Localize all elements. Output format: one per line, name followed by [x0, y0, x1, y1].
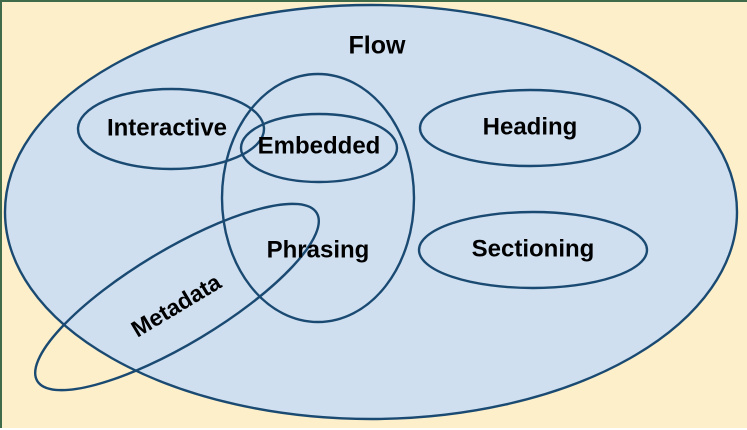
set-phrasing[interactable]: [220, 72, 416, 324]
set-heading[interactable]: [418, 88, 642, 168]
heading-ellipse[interactable]: [418, 88, 642, 168]
label-heading: Heading: [483, 113, 578, 140]
label-embedded: Embedded: [258, 132, 381, 159]
label-flow: Flow: [349, 32, 406, 60]
phrasing-ellipse[interactable]: [220, 72, 416, 324]
label-phrasing: Phrasing: [267, 236, 370, 263]
label-interactive: Interactive: [107, 114, 227, 141]
metadata-ellipse[interactable]: [13, 173, 341, 421]
flow-ellipse[interactable]: [3, 3, 739, 421]
set-sectioning[interactable]: [417, 210, 649, 290]
embedded-ellipse[interactable]: [239, 112, 399, 184]
set-metadata[interactable]: [13, 173, 341, 421]
set-interactive[interactable]: [76, 87, 266, 171]
interactive-ellipse[interactable]: [76, 87, 266, 171]
set-embedded[interactable]: [239, 112, 399, 184]
sectioning-ellipse[interactable]: [417, 210, 649, 290]
set-flow[interactable]: [3, 3, 739, 421]
label-sectioning: Sectioning: [472, 235, 595, 262]
